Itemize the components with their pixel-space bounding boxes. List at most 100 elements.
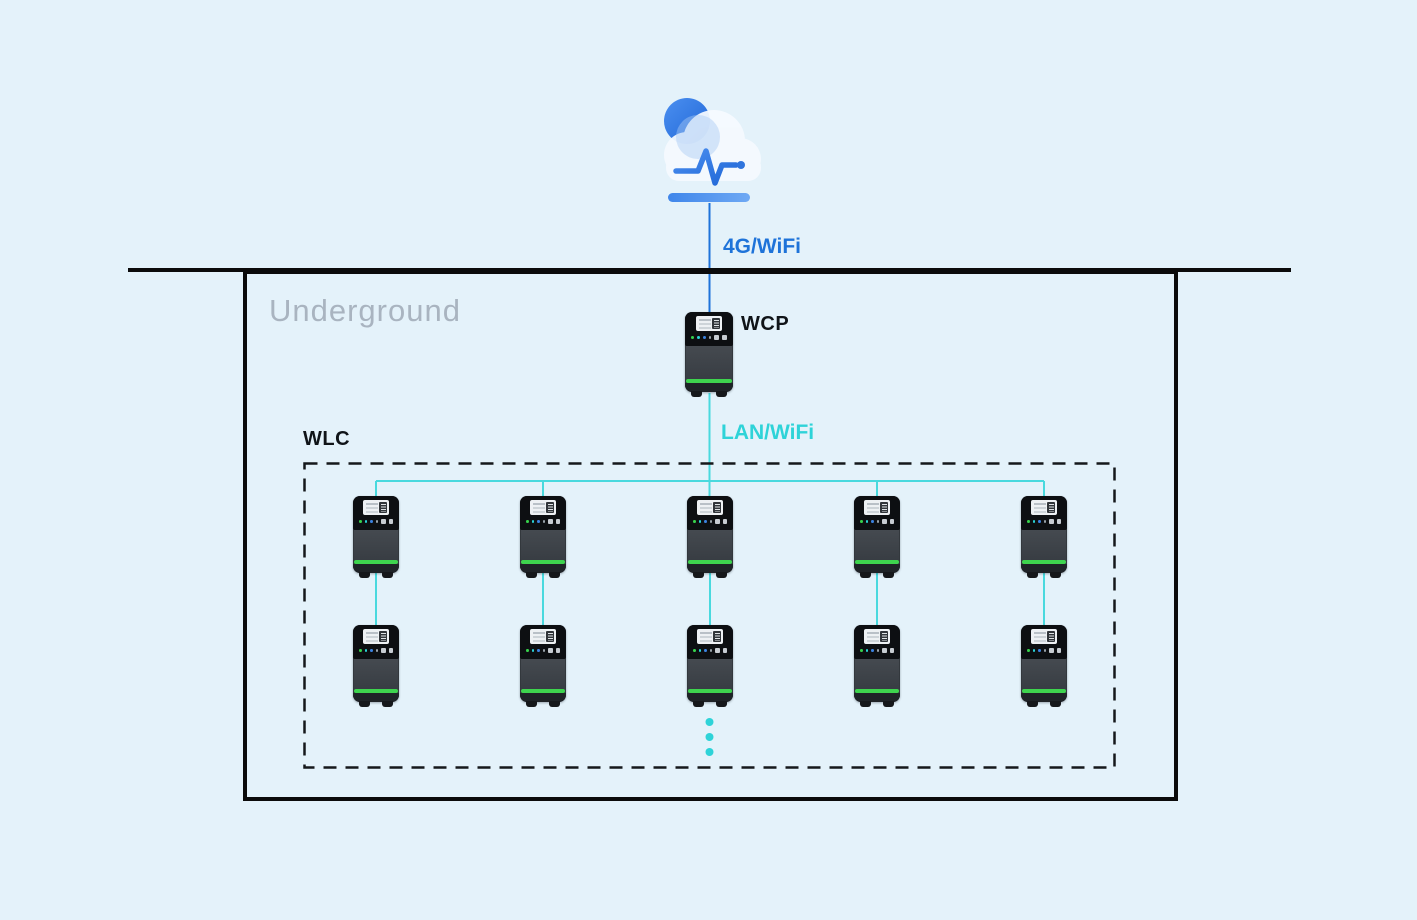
device-chin	[1021, 564, 1067, 573]
device-body	[688, 659, 732, 689]
device-feet	[854, 701, 900, 707]
device-body	[855, 659, 899, 689]
device-feet	[353, 572, 399, 578]
device-feet	[854, 572, 900, 578]
ev-charger-device	[687, 625, 733, 707]
screen-text-lines	[533, 503, 545, 505]
device-status-leds	[359, 519, 393, 524]
qr-code-icon	[880, 502, 888, 513]
device-body	[521, 659, 565, 689]
screen-text-lines	[699, 319, 711, 321]
device-feet	[1021, 572, 1067, 578]
qr-code-icon	[1047, 502, 1055, 513]
device-green-stripe	[686, 379, 732, 383]
device-front-panel	[1021, 625, 1067, 659]
screen-text-lines	[366, 632, 378, 634]
cloud-overlap-lobe	[676, 115, 720, 159]
device-green-stripe	[855, 689, 899, 693]
ev-charger-device	[520, 625, 566, 707]
link-lan-label: LAN/WiFi	[721, 421, 815, 444]
device-front-panel	[854, 496, 900, 530]
device-status-leds	[526, 648, 560, 653]
device-screen	[1031, 629, 1057, 644]
device-chin	[353, 564, 399, 573]
ev-charger-device	[1021, 625, 1067, 707]
device-green-stripe	[688, 560, 732, 564]
device-screen	[1031, 500, 1057, 515]
device-status-leds	[860, 648, 894, 653]
device-screen	[696, 316, 722, 331]
qr-code-icon	[546, 502, 554, 513]
charger-daisychain-lines	[375, 570, 1045, 628]
device-screen	[864, 629, 890, 644]
device-chin	[685, 383, 733, 392]
device-screen	[363, 629, 389, 644]
device-green-stripe	[855, 560, 899, 564]
screen-text-lines	[700, 632, 712, 634]
screen-text-lines	[366, 503, 378, 505]
ev-charger-device	[520, 496, 566, 578]
screen-text-lines	[867, 632, 879, 634]
qr-code-icon	[379, 631, 387, 642]
qr-code-icon	[712, 318, 720, 329]
device-feet	[520, 572, 566, 578]
wlc-dashed-boundary	[303, 462, 1116, 769]
device-body	[688, 530, 732, 560]
device-front-panel	[1021, 496, 1067, 530]
qr-code-icon	[546, 631, 554, 642]
device-chin	[854, 564, 900, 573]
device-screen	[530, 629, 556, 644]
device-body	[855, 530, 899, 560]
ev-charger-device	[854, 496, 900, 578]
device-screen	[530, 500, 556, 515]
qr-code-icon	[713, 502, 721, 513]
device-green-stripe	[688, 689, 732, 693]
device-chin	[687, 564, 733, 573]
device-front-panel	[353, 496, 399, 530]
device-front-panel	[854, 625, 900, 659]
pulse-line-icon	[673, 148, 745, 186]
device-front-panel	[353, 625, 399, 659]
device-green-stripe	[521, 560, 565, 564]
underground-room-outline	[243, 270, 1178, 801]
underground-label: Underground	[269, 293, 461, 328]
device-screen	[363, 500, 389, 515]
device-status-leds	[359, 648, 393, 653]
qr-code-icon	[880, 631, 888, 642]
ev-charger-device	[854, 625, 900, 707]
qr-code-icon	[379, 502, 387, 513]
cloud-body	[664, 110, 761, 181]
device-body	[521, 530, 565, 560]
qr-code-icon	[713, 631, 721, 642]
device-chin	[1021, 693, 1067, 702]
ev-charger-device	[687, 496, 733, 578]
device-feet	[1021, 701, 1067, 707]
device-green-stripe	[354, 689, 398, 693]
wcp-gateway-device	[685, 312, 733, 397]
device-green-stripe	[521, 689, 565, 693]
device-status-leds	[1027, 648, 1061, 653]
device-status-leds	[526, 519, 560, 524]
link-4g-label: 4G/WiFi	[723, 235, 801, 258]
device-body	[1022, 530, 1066, 560]
device-front-panel	[685, 312, 733, 346]
device-feet	[687, 572, 733, 578]
cloud-icon	[664, 98, 761, 202]
ev-charger-device	[353, 625, 399, 707]
device-status-leds	[691, 335, 727, 340]
device-body	[354, 530, 398, 560]
device-green-stripe	[1022, 689, 1066, 693]
device-status-leds	[693, 519, 727, 524]
device-feet	[687, 701, 733, 707]
device-front-panel	[687, 496, 733, 530]
screen-text-lines	[1034, 632, 1046, 634]
device-feet	[353, 701, 399, 707]
ev-charger-device	[1021, 496, 1067, 578]
device-feet	[685, 391, 733, 397]
device-body	[354, 659, 398, 689]
device-feet	[520, 701, 566, 707]
device-chin	[854, 693, 900, 702]
device-screen	[697, 500, 723, 515]
